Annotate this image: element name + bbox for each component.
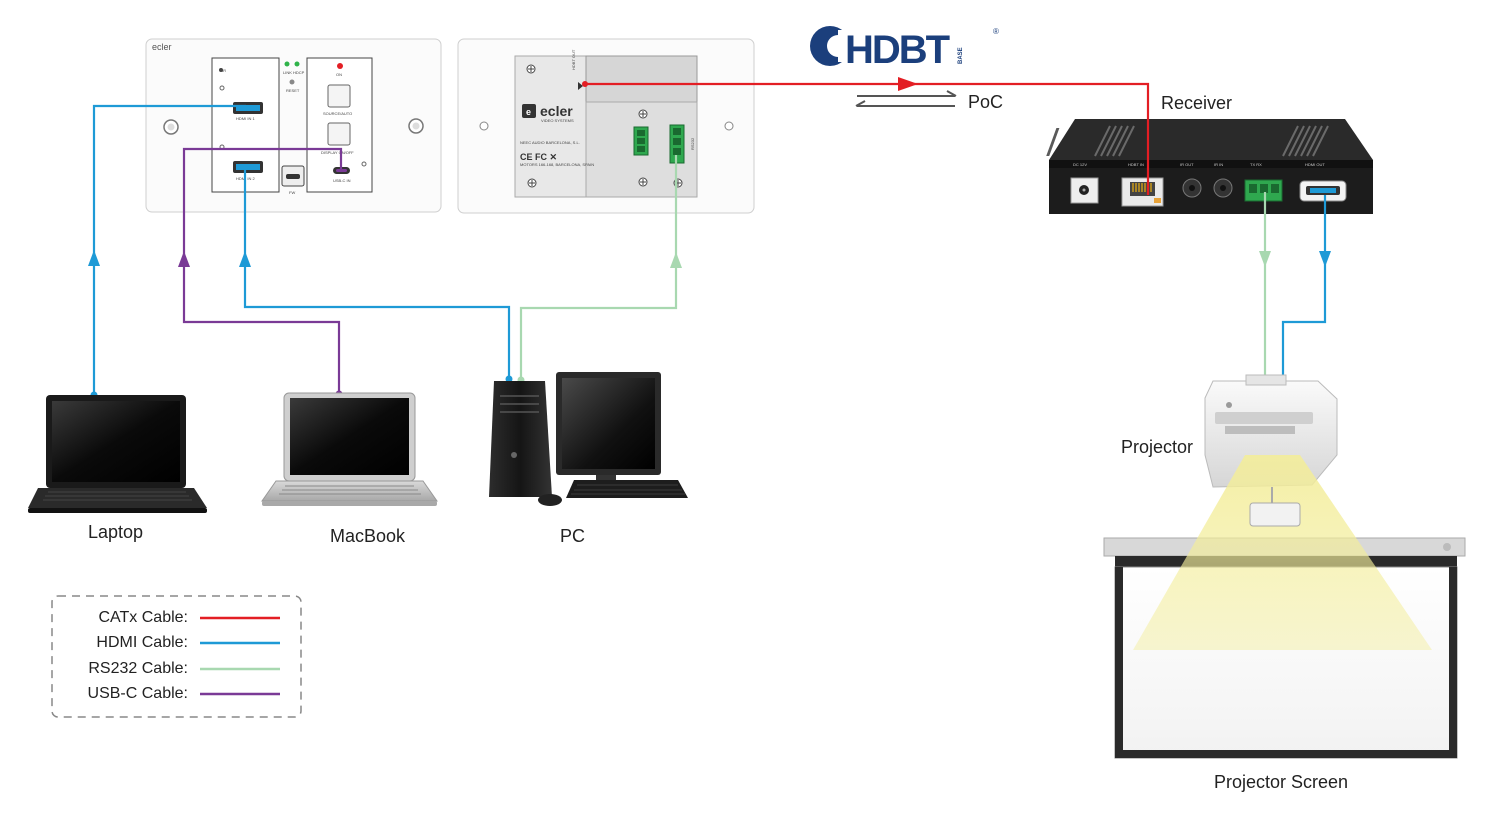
link-hdcp-label: LINK HDCP bbox=[283, 70, 305, 75]
ir-label: IR bbox=[222, 68, 226, 73]
source-auto-label: SOURCE/AUTO bbox=[323, 111, 352, 116]
usbc-cable-macbook bbox=[182, 147, 343, 394]
projector-label: Projector bbox=[1121, 437, 1194, 457]
svg-text:e: e bbox=[526, 107, 531, 117]
hdbt-logo-text: HDBT bbox=[845, 28, 950, 72]
rx-hdmi-label: HDMI OUT bbox=[1305, 162, 1325, 167]
receiver-label: Receiver bbox=[1161, 93, 1233, 113]
rs232-arrow-icon bbox=[670, 252, 682, 268]
source-auto-button[interactable] bbox=[327, 84, 351, 108]
screw-icon bbox=[638, 177, 648, 187]
hdmi-arrow-icon bbox=[88, 250, 100, 266]
address-label: MOTORS 166-168, BARCELONA, SPAIN bbox=[520, 162, 594, 167]
legend-hdmi-label: HDMI Cable: bbox=[96, 634, 188, 651]
rs232-arrow-icon bbox=[1259, 251, 1271, 267]
legend-catx-label: CATx Cable: bbox=[98, 609, 188, 626]
ce-fcc-mark-icon: CE FC ✕ bbox=[520, 152, 557, 162]
fw-label: FW bbox=[289, 190, 295, 195]
rs232-cable-pc bbox=[519, 155, 678, 380]
projection-beam bbox=[1133, 455, 1432, 650]
hdmi-cable-projector bbox=[1281, 195, 1327, 378]
hdmi-arrow-icon bbox=[239, 251, 251, 267]
hdmi-cable-laptop bbox=[92, 104, 246, 395]
wallplate-logo: ecler bbox=[152, 42, 172, 52]
screw-icon bbox=[527, 178, 537, 188]
hdbt-out-port-icon[interactable] bbox=[578, 82, 583, 90]
macbook-label: MacBook bbox=[330, 526, 406, 546]
rx-irout-label: IR OUT bbox=[1180, 162, 1194, 167]
company-label: NEEC AUDIO BARCELONA, S.L. bbox=[520, 140, 580, 145]
screw-icon bbox=[526, 64, 536, 74]
poc-label: PoC bbox=[968, 92, 1004, 112]
hdbt-logo-sub: BASE bbox=[958, 47, 964, 64]
poc-bidirectional-arrow-icon bbox=[855, 90, 957, 107]
legend-usbc-label: USB-C Cable: bbox=[87, 685, 188, 702]
laptop-icon bbox=[28, 395, 207, 513]
hdcp-led-icon bbox=[294, 61, 300, 67]
hdmi-cable-pc bbox=[243, 165, 511, 379]
ecler-logo-icon bbox=[522, 104, 536, 118]
power-led-icon bbox=[337, 63, 343, 69]
legend-rs232-label: RS232 Cable: bbox=[88, 660, 188, 677]
rx-dc-label: DC 12V bbox=[1073, 162, 1087, 167]
legend-box bbox=[51, 595, 302, 718]
rs232-terminal-block[interactable] bbox=[669, 124, 685, 164]
hdmi-in-1-label: HDMI IN 1 bbox=[236, 116, 255, 121]
rx-irin-label: IR IN bbox=[1214, 162, 1223, 167]
usbc-arrow-icon bbox=[178, 251, 190, 267]
display-onoff-button[interactable] bbox=[327, 122, 351, 146]
backplate-sub: VIDEO SYSTEMS bbox=[541, 118, 574, 123]
screw-hole-icon bbox=[163, 119, 179, 135]
on-label: ON bbox=[336, 72, 342, 77]
wallplate-front: ecler IR HDMI IN 1 HDMI IN 2 LINK HDCP R… bbox=[145, 38, 442, 213]
usbc-in-label: USB-C IN bbox=[333, 178, 351, 183]
projector-screen-label: Projector Screen bbox=[1214, 772, 1349, 792]
screw-hole-icon bbox=[408, 118, 424, 134]
receiver-device: DC 12V HDBT IN IR OUT IR IN TX RX HDMI O… bbox=[1046, 119, 1373, 214]
laptop-label: Laptop bbox=[88, 522, 144, 542]
reset-button[interactable] bbox=[289, 79, 295, 85]
projector-mount-icon bbox=[1249, 487, 1301, 527]
display-onoff-label: DISPLAY ON/OFF bbox=[321, 150, 354, 155]
ir-sensor-icon bbox=[219, 68, 223, 72]
link-led-icon bbox=[284, 61, 290, 67]
hdbaset-logo: HDBT BASE ® bbox=[810, 26, 999, 72]
screw-icon bbox=[638, 109, 648, 119]
hdbt-out-label: HDBT OUT bbox=[571, 49, 576, 70]
macbook-icon bbox=[261, 392, 438, 506]
hdbt-logo-reg: ® bbox=[993, 27, 999, 36]
catx-cable bbox=[585, 82, 1150, 195]
pc-label: PC bbox=[560, 526, 586, 546]
ir-terminal-block[interactable] bbox=[633, 126, 649, 156]
rx-hdbt-label: HDBT IN bbox=[1128, 162, 1144, 167]
hdmi-arrow-icon bbox=[1319, 251, 1331, 267]
backplate-logo: ecler bbox=[540, 103, 573, 119]
rs232-label: RS232 bbox=[690, 137, 695, 150]
wallplate-back: e ecler VIDEO SYSTEMS NEEC AUDIO BARCELO… bbox=[457, 38, 755, 214]
rx-rs232-label: TX RX bbox=[1250, 162, 1262, 167]
catx-arrow-icon bbox=[898, 77, 918, 91]
pc-icon bbox=[489, 372, 688, 506]
reset-label: RESET bbox=[286, 88, 300, 93]
